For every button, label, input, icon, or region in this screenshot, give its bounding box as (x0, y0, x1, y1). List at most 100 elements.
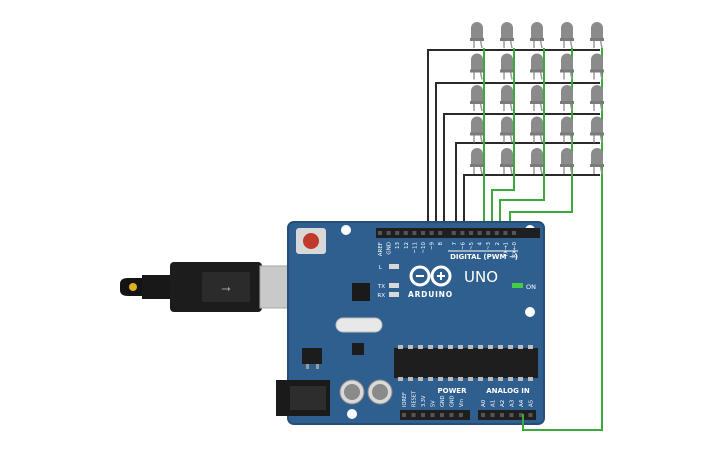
led[interactable] (560, 85, 574, 112)
usb-cable-boot (142, 275, 172, 299)
power-header-label: POWER (438, 387, 468, 395)
mcu-pin (488, 345, 493, 349)
led-rim (530, 132, 544, 136)
analog-header (478, 410, 536, 420)
led[interactable] (500, 53, 514, 80)
led[interactable] (500, 85, 514, 112)
led[interactable] (500, 148, 514, 175)
analog-pin-label: A5 (529, 399, 535, 407)
mcu-pin (398, 377, 403, 381)
led-body (591, 148, 603, 165)
power-pin-hole[interactable] (440, 413, 444, 417)
led-label-rx: RX (377, 293, 385, 299)
led-rim (560, 164, 574, 167)
mcu-pin (458, 345, 463, 349)
digital-pin-hole[interactable] (460, 231, 465, 235)
led-rim (500, 164, 514, 167)
led-body (471, 148, 483, 165)
digital-pin-hole[interactable] (512, 231, 516, 235)
power-pin-label: GND (440, 395, 446, 407)
led[interactable] (530, 116, 544, 143)
power-pin-label: IOREF (402, 392, 408, 407)
power-header (400, 410, 470, 420)
power-pin-hole[interactable] (411, 413, 416, 417)
digital-pin-hole[interactable] (469, 231, 473, 235)
digital-pin-hole[interactable] (451, 231, 456, 235)
mcu-pin (408, 377, 413, 381)
digital-pin-hole[interactable] (503, 231, 508, 235)
mcu-pin (468, 345, 473, 349)
led[interactable] (530, 22, 544, 49)
power-pin-hole[interactable] (459, 413, 463, 417)
led-matrix (470, 22, 604, 175)
led[interactable] (470, 148, 484, 175)
analog-pin-hole[interactable] (519, 413, 523, 417)
digital-pin-label: ~10 (421, 242, 427, 254)
led[interactable] (590, 22, 604, 49)
analog-pin-hole[interactable] (500, 413, 504, 417)
led[interactable] (530, 85, 544, 112)
led[interactable] (470, 22, 484, 49)
mcu-pin (488, 377, 493, 381)
digital-pin-label: 13 (395, 242, 401, 249)
power-pin-hole[interactable] (402, 413, 406, 417)
analog-pin-hole[interactable] (481, 413, 485, 417)
led[interactable] (500, 116, 514, 143)
led-rim (530, 69, 544, 73)
led-rim (470, 69, 484, 73)
digital-pin-label: TX→1 (503, 242, 509, 258)
power-pin-hole[interactable] (449, 413, 454, 417)
led[interactable] (560, 148, 574, 175)
led[interactable] (590, 85, 604, 112)
mcu-pin (528, 377, 533, 381)
led-rim (470, 38, 484, 41)
led-rim (590, 164, 604, 167)
onboard-leds: L TX RX (377, 264, 399, 299)
mcu-pin (448, 345, 453, 349)
digital-pin-hole[interactable] (412, 231, 417, 235)
digital-pin-hole[interactable] (378, 231, 382, 235)
mcu-pin (528, 345, 533, 349)
led[interactable] (590, 148, 604, 175)
digital-pin-hole[interactable] (395, 231, 400, 235)
led[interactable] (590, 116, 604, 143)
digital-pin-hole[interactable] (486, 231, 491, 235)
reset-button[interactable] (303, 233, 319, 249)
analog-pin-label: A3 (510, 399, 516, 407)
led-body (561, 116, 573, 134)
mcu-pin (518, 377, 523, 381)
digital-pin-hole[interactable] (438, 231, 443, 235)
led[interactable] (500, 22, 514, 49)
led[interactable] (530, 148, 544, 175)
led-body (591, 53, 603, 71)
capacitor-1-top (344, 384, 360, 400)
analog-pin-hole[interactable] (509, 413, 514, 417)
regulator-leg (316, 364, 319, 369)
led[interactable] (530, 53, 544, 80)
power-pin-hole[interactable] (430, 413, 435, 417)
led[interactable] (470, 85, 484, 112)
digital-pin-hole[interactable] (429, 231, 434, 235)
led[interactable] (560, 116, 574, 143)
wire-row-2 (435, 82, 600, 228)
usb-interface-chip (352, 283, 370, 301)
analog-pin-hole[interactable] (490, 413, 495, 417)
digital-pin-hole[interactable] (403, 231, 408, 235)
led[interactable] (590, 53, 604, 80)
digital-pin-hole[interactable] (494, 231, 499, 235)
analog-pin-hole[interactable] (528, 413, 533, 417)
mount-hole (341, 225, 351, 235)
digital-pin-hole[interactable] (386, 231, 391, 235)
led-body (591, 116, 603, 134)
led-rim (530, 101, 544, 104)
digital-pin-hole[interactable] (421, 231, 425, 235)
led[interactable] (560, 53, 574, 80)
led[interactable] (470, 116, 484, 143)
power-pin-hole[interactable] (421, 413, 425, 417)
mcu-pins (398, 345, 533, 381)
led[interactable] (470, 53, 484, 80)
led[interactable] (560, 22, 574, 49)
digital-pin-hole[interactable] (477, 231, 482, 235)
